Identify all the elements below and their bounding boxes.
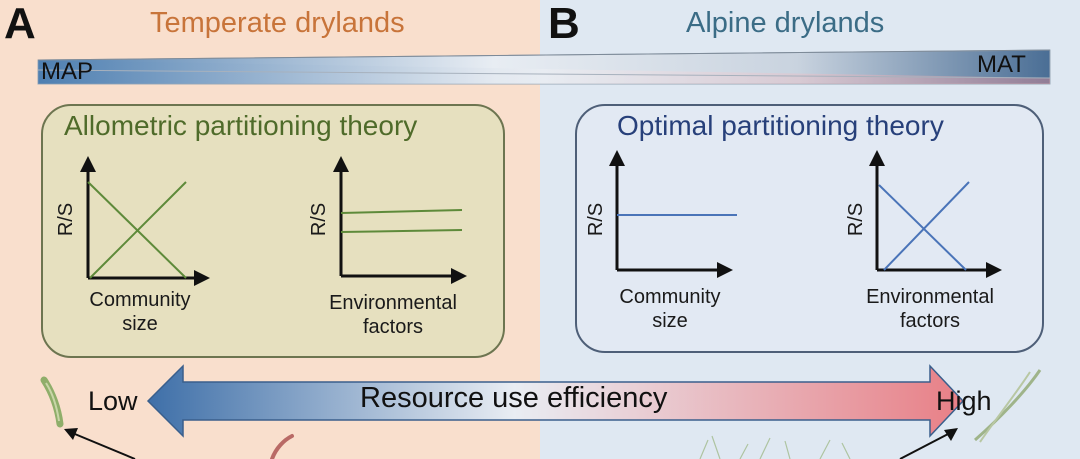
graph-b2-xlabel-line2: factors <box>899 310 961 332</box>
graph-b2-xlabel-line1: Environmental <box>866 286 994 308</box>
graph-b1-xlabel-line2: size <box>652 310 688 332</box>
panel-a-title: Temperate drylands <box>150 7 405 39</box>
plant-illustrations <box>40 369 1042 459</box>
graph-b2-ylabel: R/S <box>845 202 868 237</box>
graph-b1-ylabel: R/S <box>585 202 608 237</box>
optimal-theory-title: Optimal partitioning theory <box>617 110 944 141</box>
graph-b2-xlabel: Environmental factors <box>855 285 1005 333</box>
graph-b1-xlabel-line1: Community <box>619 286 721 308</box>
map-label: MAP <box>41 58 94 85</box>
graph-b1 <box>609 150 737 278</box>
efficiency-low-label: Low <box>88 386 138 416</box>
graph-b1-xlabel: Community size <box>595 285 745 333</box>
graph-a1 <box>80 156 210 286</box>
graph-a1-xlabel-line2: size <box>122 313 158 335</box>
graph-a2-xlabel: Environmental factors <box>318 291 468 339</box>
panel-b-letter: B <box>548 0 580 48</box>
graph-a2-xlabel-line1: Environmental <box>329 292 457 314</box>
graph-b2 <box>869 150 1002 278</box>
graph-a1-xlabel-line1: Community <box>89 289 191 311</box>
panel-b-title: Alpine drylands <box>686 7 885 39</box>
optimal-theory-box <box>575 104 1044 353</box>
graph-a2-xlabel-line2: factors <box>362 316 424 338</box>
graph-a2 <box>333 156 467 284</box>
resource-efficiency-arrow <box>146 364 965 438</box>
graph-a1-ylabel: R/S <box>55 202 78 237</box>
graph-a2-ylabel: R/S <box>308 202 331 237</box>
mat-label: MAT <box>977 51 1026 78</box>
graph-a1-xlabel: Community size <box>65 288 215 336</box>
allometric-theory-title: Allometric partitioning theory <box>64 110 418 141</box>
efficiency-label: Resource use efficiency <box>360 382 668 414</box>
map-mat-gradient-bar <box>37 49 1051 85</box>
efficiency-high-label: High <box>936 386 992 416</box>
panel-a-letter: A <box>4 0 36 48</box>
